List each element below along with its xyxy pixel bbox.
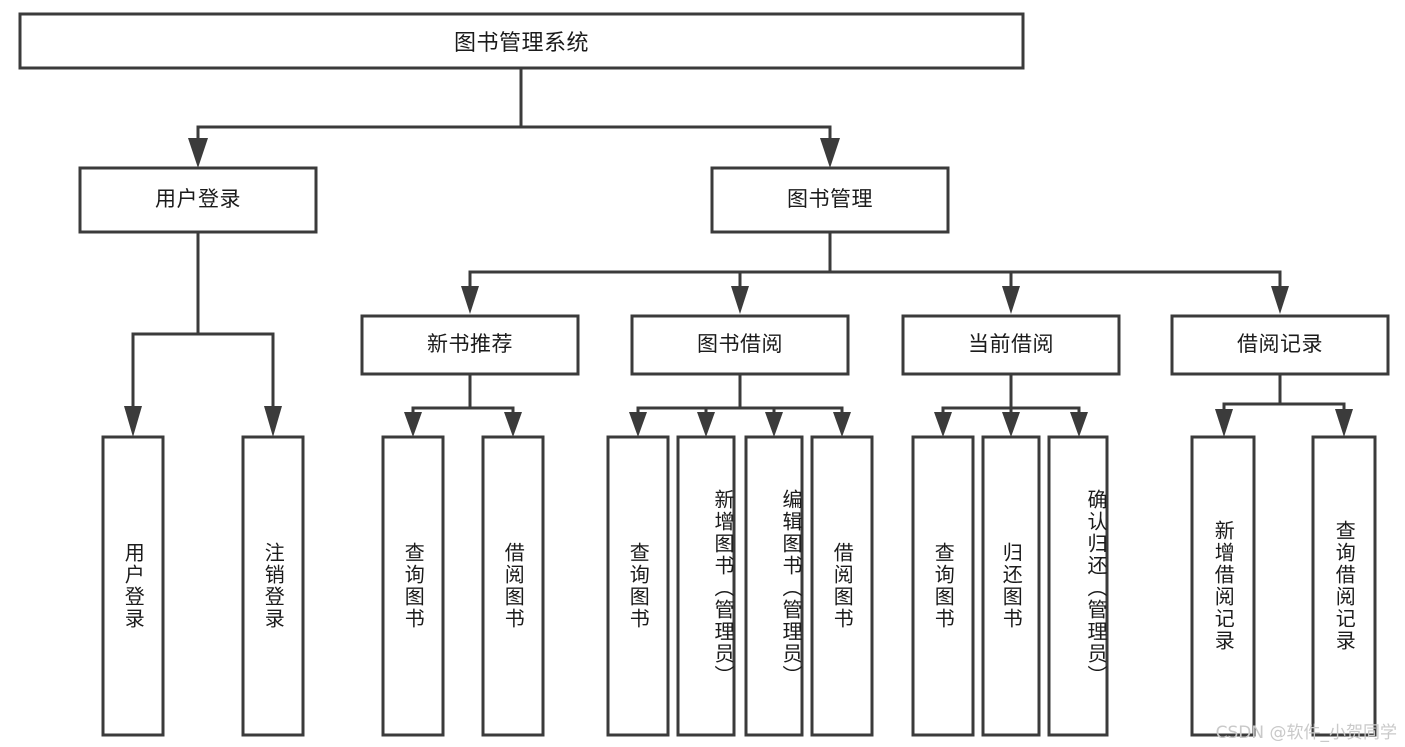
node-leaf-bborrow-add[interactable] [676, 435, 736, 737]
arrow-root-to-user [188, 138, 208, 168]
arrow-book-to-c2 [731, 286, 749, 314]
connector-group-book-manage [461, 230, 1289, 314]
node-leaf-bborrow-lend[interactable] [810, 435, 874, 737]
arrow-newbook-leaf-2 [504, 412, 522, 437]
node-leaf-bborrow-query[interactable] [606, 435, 670, 737]
node-leaf-cborrow-confirm[interactable] [1047, 435, 1109, 737]
arrow-bborrow-leaf-2 [697, 412, 715, 437]
arrow-bborrow-leaf-1 [629, 412, 647, 437]
node-root-system[interactable] [18, 12, 1025, 70]
arrow-book-to-c1 [461, 286, 479, 314]
node-leaf-cborrow-query[interactable] [911, 435, 975, 737]
arrow-brecord-leaf-2 [1335, 409, 1353, 437]
connector-group-user-login [124, 230, 282, 437]
node-leaf-cborrow-return[interactable] [981, 435, 1041, 737]
node-leaf-newbook-query[interactable] [381, 435, 445, 737]
node-leaf-newbook-borrow[interactable] [481, 435, 545, 737]
arrow-root-to-book [820, 138, 840, 168]
arrow-newbook-leaf-1 [404, 412, 422, 437]
connector-group-current-borrow [934, 372, 1088, 437]
node-leaf-brecord-query[interactable] [1311, 435, 1377, 737]
arrow-book-to-c4 [1271, 286, 1289, 314]
connector-group-borrow-record [1215, 372, 1353, 437]
node-new-book-recommend[interactable] [360, 314, 580, 376]
node-book-manage[interactable] [710, 166, 950, 234]
node-leaf-bborrow-edit[interactable] [744, 435, 804, 737]
arrow-user-leaf-2 [264, 406, 282, 437]
arrow-brecord-leaf-1 [1215, 409, 1233, 437]
arrow-bborrow-leaf-4 [833, 412, 851, 437]
arrow-user-leaf-1 [124, 406, 142, 437]
arrow-cborrow-leaf-3 [1070, 412, 1088, 437]
node-user-login[interactable] [78, 166, 318, 234]
node-current-borrow[interactable] [901, 314, 1121, 376]
arrow-cborrow-leaf-1 [934, 412, 952, 437]
node-leaf-user-login[interactable] [101, 435, 165, 737]
node-leaf-user-logout[interactable] [241, 435, 305, 737]
connector-group-book-borrow [629, 372, 851, 437]
connector-group-new-book [404, 372, 522, 437]
arrow-book-to-c3 [1002, 286, 1020, 314]
node-book-borrow[interactable] [630, 314, 850, 376]
node-leaf-brecord-add[interactable] [1190, 435, 1256, 737]
connector-group-root [188, 66, 840, 168]
arrow-bborrow-leaf-3 [765, 412, 783, 437]
node-borrow-record[interactable] [1170, 314, 1390, 376]
arrow-cborrow-leaf-2 [1002, 412, 1020, 437]
